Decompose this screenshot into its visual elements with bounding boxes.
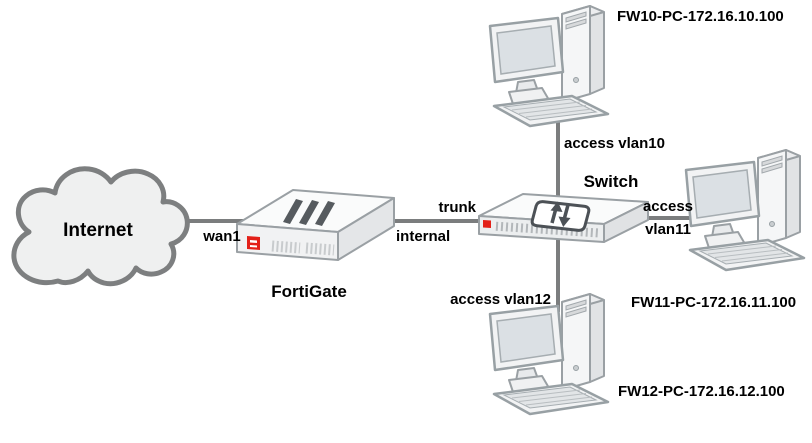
down-arrow-shaft	[562, 204, 570, 219]
up-arrow-shaft	[550, 209, 558, 224]
up-arrow-head	[550, 201, 563, 212]
fortinet-logo-mark	[250, 240, 257, 243]
fortinet-logo-mark	[250, 245, 257, 248]
pc-fw12-label: FW12-PC-172.16.12.100	[618, 383, 785, 400]
port-labels: wan1 internal trunk access vlan10 access…	[202, 135, 693, 308]
cloud-shape	[11, 166, 190, 287]
access-vlan11-label-line1: access	[643, 198, 693, 215]
pc-fw12-icon	[488, 292, 610, 416]
trunk-port-label: trunk	[439, 199, 477, 216]
internet-label: Internet	[63, 220, 133, 241]
internet-cloud: Internet	[11, 166, 190, 287]
down-arrow-head	[558, 216, 571, 227]
fortigate-vent-grill	[271, 240, 301, 254]
arrows-badge	[530, 200, 591, 232]
fortigate-device: FortiGate	[236, 189, 395, 301]
switch-device: Switch	[478, 172, 649, 243]
fortinet-logo-icon	[247, 236, 260, 250]
fortigate-label: FortiGate	[271, 282, 347, 301]
traffic-arrows-icon	[530, 200, 591, 232]
pc-fw10-label: FW10-PC-172.16.10.100	[617, 8, 784, 25]
switch-label: Switch	[584, 172, 639, 191]
fortigate-vent-grill	[305, 242, 335, 256]
fortigate-logo-vents-icon	[283, 199, 335, 226]
pc-fw10-icon	[488, 4, 610, 128]
pc-fw11-label: FW11-PC-172.16.11.100	[631, 294, 796, 311]
access-vlan10-label: access vlan10	[564, 135, 665, 152]
switch-status-led-icon	[483, 220, 491, 228]
switch-port-vents	[495, 221, 600, 238]
pc-fw11-icon	[684, 148, 806, 272]
access-vlan12-label: access vlan12	[450, 291, 551, 308]
access-vlan11-label-line2: vlan11	[645, 221, 691, 238]
pc-name-labels: FW10-PC-172.16.10.100 FW11-PC-172.16.11.…	[617, 8, 796, 400]
wan1-port-label: wan1	[202, 228, 241, 245]
internal-port-label: internal	[396, 228, 450, 245]
